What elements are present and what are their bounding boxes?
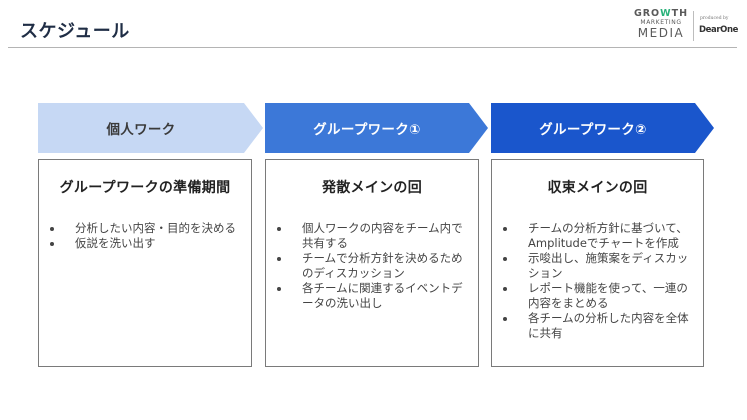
card-title: グループワークの準備期間 — [59, 180, 231, 196]
bullet-icon — [503, 257, 507, 261]
bullet-icon — [50, 227, 54, 231]
page-title: スケジュール — [20, 21, 130, 42]
list-item-text: 仮説を洗い出す — [75, 236, 156, 250]
list-item: 示唆出し、施策案をディスカッション — [492, 251, 695, 281]
list-item-text: 示唆出し、施策案をディスカッション — [528, 251, 689, 280]
list-item: チームで分析方針を決めるためのディスカッション — [266, 251, 470, 281]
list-item: 各チームの分析した内容を全体に共有 — [492, 311, 695, 341]
bullet-icon — [50, 242, 54, 246]
list-item-text: 各チームに関連するイベントデータの洗い出し — [302, 281, 463, 310]
logo-text: GRO — [633, 8, 661, 19]
step-arrow-group-work-2: グループワーク② — [491, 103, 714, 153]
list-item-text: レポート機能を使って、一連の内容をまとめる — [528, 281, 688, 310]
logo: GROWTH MARKETING MEDIA produced by DearO… — [633, 9, 741, 43]
logo-line-2: MARKETING — [640, 18, 682, 26]
card-bullet-list: 個人ワークの内容をチーム内で共有する チームで分析方針を決めるためのディスカッシ… — [266, 221, 470, 311]
step-card-group-work-2: 収束メインの回 チームの分析方針に基づいて、Amplitudeでチャートを作成 … — [491, 159, 704, 367]
step-arrow-individual-work: 個人ワーク — [38, 103, 263, 153]
list-item: チームの分析方針に基づいて、Amplitudeでチャートを作成 — [492, 221, 695, 251]
logo-separator — [693, 11, 694, 41]
bullet-icon — [503, 287, 507, 291]
logo-text-accent: W — [660, 8, 672, 19]
list-item-text: 各チームの分析した内容を全体に共有 — [528, 311, 689, 340]
list-item: 分析したい内容・目的を決める — [39, 221, 243, 236]
logo-text: TH — [671, 8, 689, 19]
list-item: 個人ワークの内容をチーム内で共有する — [266, 221, 470, 251]
step-card-group-work-1: 発散メインの回 個人ワークの内容をチーム内で共有する チームで分析方針を決めるた… — [265, 159, 479, 367]
list-item: 各チームに関連するイベントデータの洗い出し — [266, 281, 470, 311]
list-item: レポート機能を使って、一連の内容をまとめる — [492, 281, 695, 311]
step-arrow-group-work-1: グループワーク① — [265, 103, 488, 153]
list-item: 仮説を洗い出す — [39, 236, 243, 251]
bullet-icon — [503, 227, 507, 231]
produced-by-text: produced by — [700, 16, 729, 21]
step-arrow-label: グループワーク① — [313, 122, 421, 138]
card-bullet-list: 分析したい内容・目的を決める 仮説を洗い出す — [39, 221, 243, 251]
card-title: 収束メインの回 — [547, 180, 648, 196]
logo-line-1: GROWTH — [633, 9, 689, 19]
list-item-text: チームの分析方針に基づいて、Amplitudeでチャートを作成 — [528, 221, 688, 250]
bullet-icon — [277, 287, 281, 291]
card-title: 発散メインの回 — [321, 180, 423, 196]
step-arrow-label: 個人ワーク — [106, 122, 176, 138]
bullet-icon — [277, 257, 281, 261]
logo-line-3: MEDIA — [637, 25, 685, 40]
list-item-text: 個人ワークの内容をチーム内で共有する — [302, 221, 463, 250]
step-arrow-label: グループワーク② — [539, 122, 647, 138]
card-bullet-list: チームの分析方針に基づいて、Amplitudeでチャートを作成 示唆出し、施策案… — [492, 221, 695, 341]
header-divider — [8, 47, 737, 48]
dearone-logo: DearOne — [699, 25, 738, 35]
list-item-text: 分析したい内容・目的を決める — [75, 221, 236, 235]
bullet-icon — [277, 227, 281, 231]
growth-marketing-media-logo: GROWTH MARKETING MEDIA — [633, 9, 689, 39]
bullet-icon — [503, 317, 507, 321]
list-item-text: チームで分析方針を決めるためのディスカッション — [302, 251, 463, 280]
step-card-individual-work: グループワークの準備期間 分析したい内容・目的を決める 仮説を洗い出す — [38, 159, 252, 367]
